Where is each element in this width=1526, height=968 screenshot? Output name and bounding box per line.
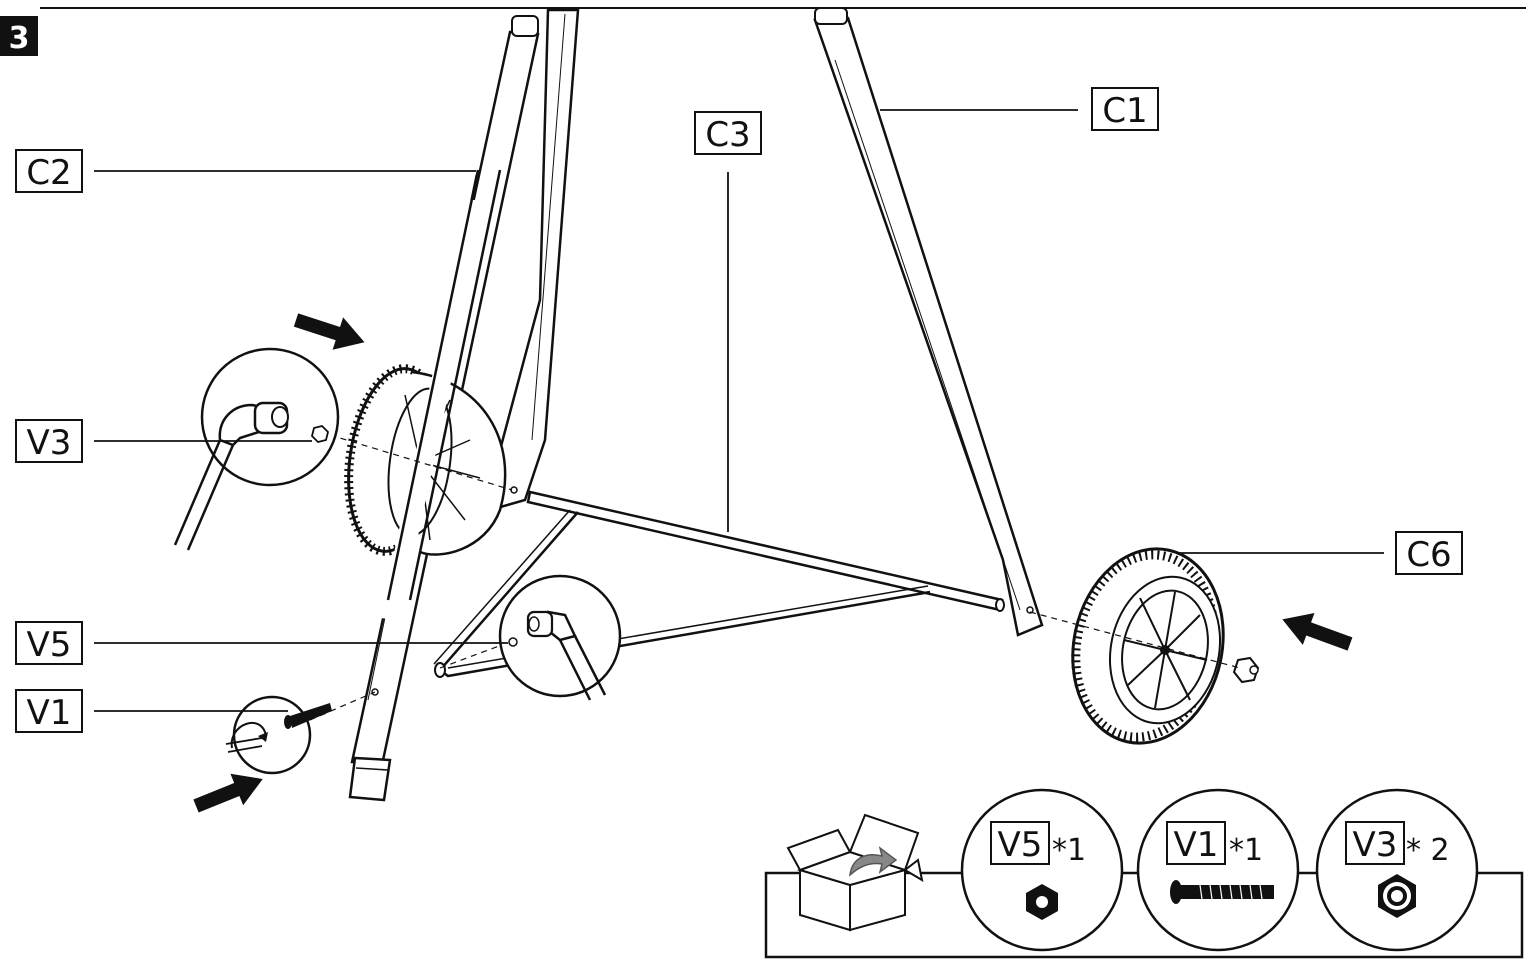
callout-v5: V5: [15, 621, 508, 665]
right-locknut: [1232, 656, 1260, 684]
open-box-icon: [786, 813, 924, 932]
support-brace: [433, 509, 931, 678]
direction-arrows: [193, 313, 1353, 813]
label-v5: V5: [27, 625, 72, 665]
parts-qty-v1: *1: [1229, 833, 1263, 868]
callout-c6: C6: [1178, 531, 1463, 575]
bolt-icon: [1170, 880, 1274, 904]
nut-icon: [1026, 884, 1058, 920]
parts-box: V5 *1 V1 *1: [764, 788, 1524, 959]
step-number: 3: [9, 21, 30, 56]
callout-c1: C1: [880, 87, 1159, 131]
leg-c1: [813, 7, 1044, 637]
locknut-icon: [1378, 874, 1416, 918]
arrow-icon: [193, 773, 263, 813]
label-c3: C3: [705, 115, 750, 155]
callout-c2: C2: [15, 149, 476, 193]
label-c2: C2: [26, 153, 71, 193]
parts-item-v1: V1 *1: [1136, 788, 1300, 952]
parts-item-v5: V5 *1: [960, 788, 1124, 952]
parts-qty-v3: * 2: [1406, 833, 1450, 868]
callout-v1: V1: [15, 689, 288, 733]
wrench-detail-v3: [173, 347, 340, 551]
parts-item-v3: V3 * 2: [1315, 788, 1479, 952]
callout-c3: C3: [694, 111, 762, 532]
axle-c3: [526, 490, 1005, 612]
right-wheel: [1071, 547, 1225, 745]
parts-code-v5: V5: [998, 825, 1043, 865]
label-v1: V1: [27, 693, 72, 733]
bolt-detail-v1: [225, 695, 332, 775]
arrow-icon: [1282, 612, 1353, 651]
rear-leg: [495, 8, 580, 510]
parts-code-v3: V3: [1353, 825, 1398, 865]
label-c6: C6: [1406, 535, 1451, 575]
step-badge: 3: [0, 16, 38, 56]
label-c1: C1: [1102, 91, 1147, 131]
wrench-detail-v5: [498, 574, 622, 701]
label-v3: V3: [27, 423, 72, 463]
parts-qty-v5: *1: [1052, 833, 1086, 868]
callout-v3: V3: [15, 419, 312, 463]
arrow-icon: [293, 313, 365, 350]
parts-code-v1: V1: [1174, 825, 1219, 865]
